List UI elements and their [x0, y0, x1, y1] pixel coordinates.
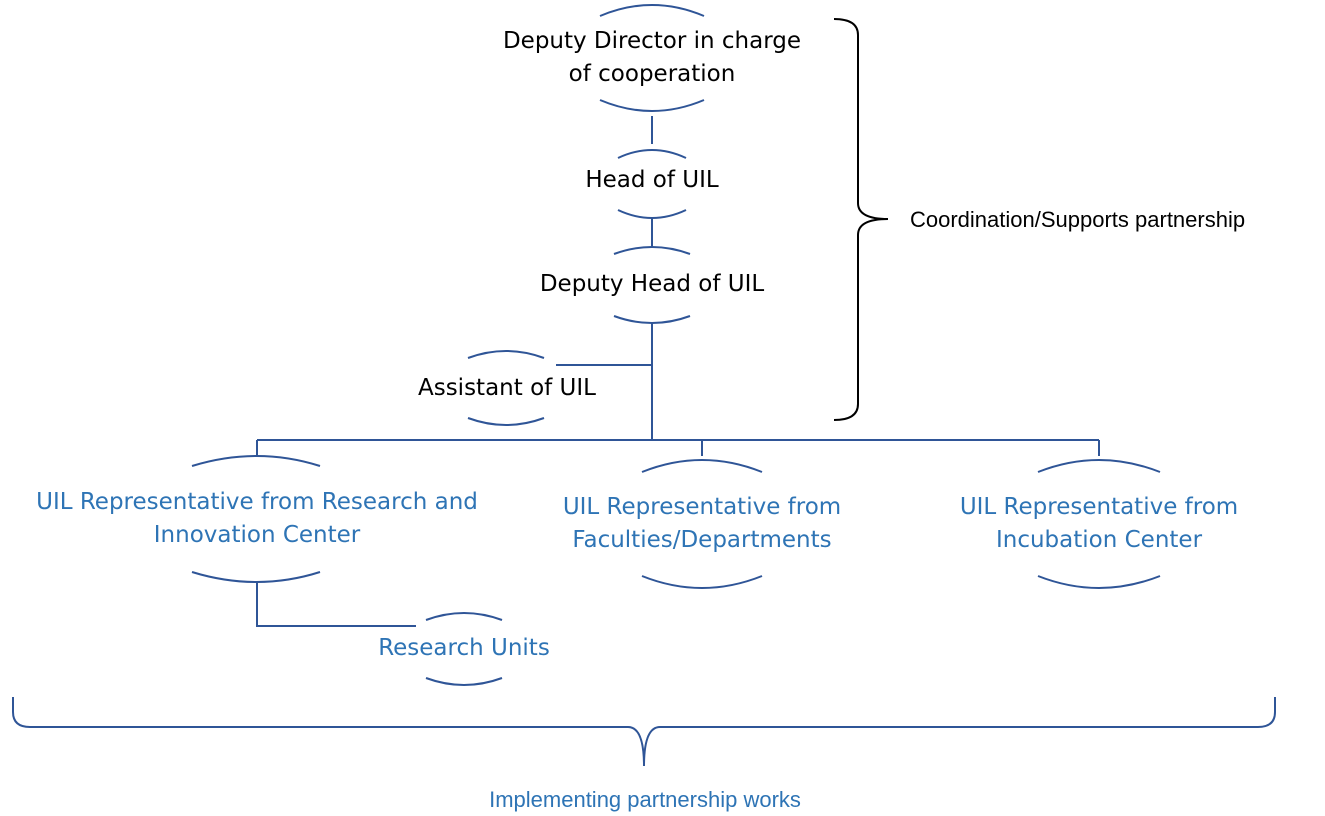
node-rep-research-line1: UIL Representative from Research and — [36, 489, 478, 515]
node-assistant-uil: Assistant of UIL — [417, 375, 596, 401]
node-deputy-director-line2: of cooperation — [568, 61, 736, 87]
node-rep-research: UIL Representative from Research and Inn… — [7, 486, 507, 552]
node-rep-incubation-line2: Incubation Center — [995, 527, 1203, 553]
rep-faculties-shape — [641, 459, 763, 589]
deputy-director-shape — [599, 4, 705, 112]
node-deputy-director-line1: Deputy Director in charge — [502, 28, 802, 54]
node-deputy-head-uil: Deputy Head of UIL — [539, 271, 765, 297]
node-rep-incubation: UIL Representative from Incubation Cente… — [899, 491, 1299, 557]
node-rep-faculties-line1: UIL Representative from — [562, 494, 842, 520]
connector-research-units — [256, 582, 416, 627]
node-deputy-director: Deputy Director in charge of cooperation — [452, 25, 852, 91]
node-rep-faculties: UIL Representative from Faculties/Depart… — [502, 491, 902, 557]
implementing-label: Implementing partnership works — [489, 787, 801, 812]
node-research-units: Research Units — [378, 635, 550, 661]
coordination-brace — [833, 18, 889, 421]
node-rep-faculties-line2: Faculties/Departments — [572, 527, 832, 553]
head-uil-shape — [617, 149, 687, 219]
node-head-uil: Head of UIL — [585, 167, 719, 193]
implementing-brace — [12, 697, 1276, 767]
coordination-label: Coordination/Supports partnership — [910, 207, 1246, 232]
node-rep-incubation-line1: UIL Representative from — [959, 494, 1239, 520]
assistant-uil-shape — [467, 350, 545, 426]
research-units-shape — [425, 612, 503, 686]
rep-incubation-shape — [1037, 459, 1161, 589]
node-rep-research-line2: Innovation Center — [153, 522, 361, 548]
